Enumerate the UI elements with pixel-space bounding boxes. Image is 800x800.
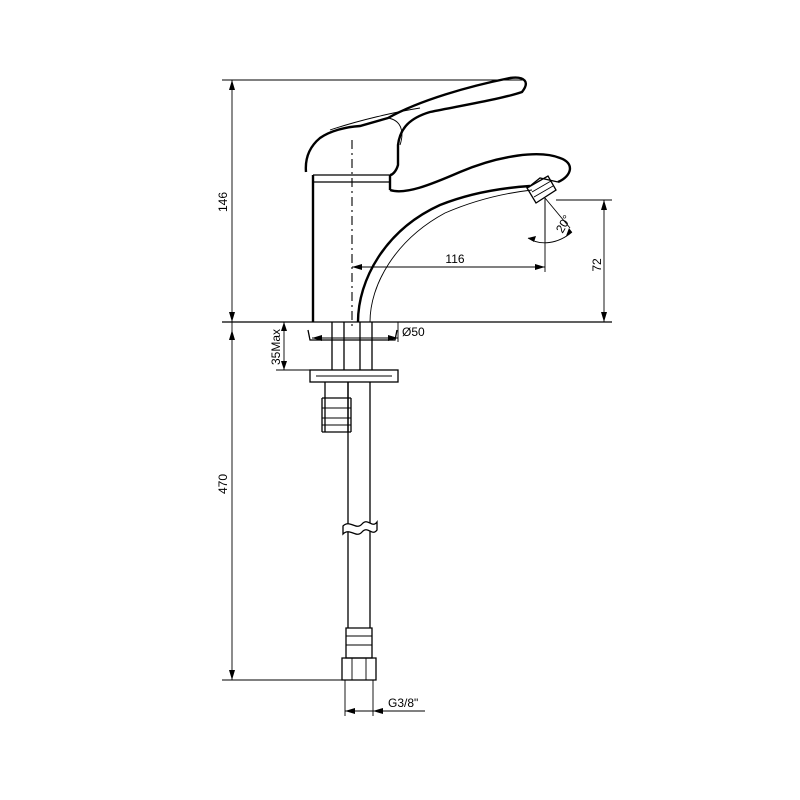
dimension-146-label: 146 bbox=[216, 192, 230, 212]
dimension-20-degrees bbox=[527, 197, 573, 244]
dimension-diameter-50-label: Ø50 bbox=[402, 325, 425, 339]
dimension-72 bbox=[556, 199, 612, 322]
dimension-thread-label: G3/8" bbox=[388, 696, 418, 710]
lever-handle bbox=[304, 76, 527, 177]
aerator bbox=[526, 175, 557, 204]
dimension-diameter-50 bbox=[312, 322, 399, 342]
dimension-470 bbox=[222, 322, 342, 681]
dimension-470-label: 470 bbox=[216, 474, 230, 494]
dimension-72-label: 72 bbox=[590, 258, 604, 272]
faucet-body bbox=[311, 153, 572, 323]
dimension-thread bbox=[344, 680, 425, 716]
dimension-116-label: 116 bbox=[445, 252, 464, 266]
dimension-35max-label: 35Max bbox=[269, 329, 283, 365]
dimension-35max bbox=[276, 322, 310, 371]
flexible-hose bbox=[341, 382, 378, 681]
dimension-146 bbox=[222, 79, 525, 322]
mounting-shank bbox=[307, 322, 399, 433]
